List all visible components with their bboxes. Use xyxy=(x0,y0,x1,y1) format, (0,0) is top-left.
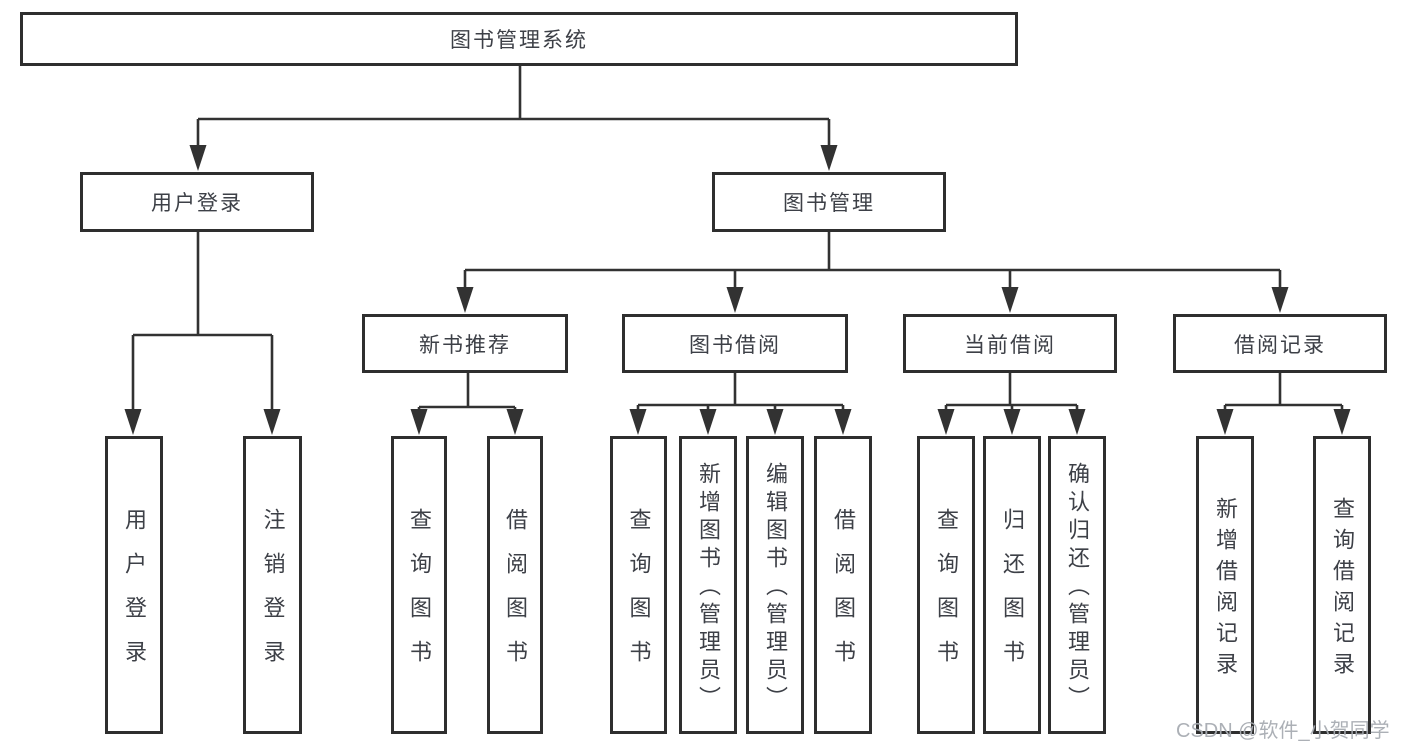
leaf-logout: 注销登录 xyxy=(243,436,302,734)
node-label: 图书管理 xyxy=(783,192,875,215)
arrowheads xyxy=(124,145,1351,435)
leaf-label: 用户登录 xyxy=(122,508,147,684)
node-root-library-system: 图书管理系统 xyxy=(20,12,1018,66)
leaf-add-book-admin: 新增图书（管理员） xyxy=(679,436,737,734)
node-user-login: 用户登录 xyxy=(80,172,314,232)
leaf-query-borrow-record: 查询借阅记录 xyxy=(1313,436,1371,734)
leaf-label: 编辑图书（管理员） xyxy=(763,462,788,714)
leaf-label: 查询借阅记录 xyxy=(1330,496,1355,683)
leaf-label: 借阅图书 xyxy=(831,508,856,684)
leaf-add-borrow-record: 新增借阅记录 xyxy=(1196,436,1254,734)
leaf-label: 查询图书 xyxy=(407,508,432,684)
leaf-query-books: 查询图书 xyxy=(391,436,447,734)
leaf-label: 借阅图书 xyxy=(503,508,528,684)
leaf-query-books: 查询图书 xyxy=(917,436,975,734)
node-label: 新书推荐 xyxy=(419,333,511,357)
leaf-user-login: 用户登录 xyxy=(105,436,163,734)
leaf-label: 注销登录 xyxy=(260,508,286,684)
leaf-label: 确认归还（管理员） xyxy=(1065,462,1090,714)
leaf-label: 归还图书 xyxy=(1000,508,1025,684)
leaf-label: 查询图书 xyxy=(934,508,959,684)
leaf-label: 查询图书 xyxy=(626,508,652,684)
leaf-query-books: 查询图书 xyxy=(610,436,667,734)
node-label: 当前借阅 xyxy=(964,333,1056,357)
leaf-edit-book-admin: 编辑图书（管理员） xyxy=(746,436,804,734)
leaf-label: 新增图书（管理员） xyxy=(696,462,721,714)
node-label: 图书借阅 xyxy=(689,333,781,357)
node-book-borrowing: 图书借阅 xyxy=(622,314,848,373)
node-current-borrowing: 当前借阅 xyxy=(903,314,1117,373)
csdn-watermark: CSDN @软件_小贺同学 xyxy=(1176,720,1390,742)
leaf-borrow-books: 借阅图书 xyxy=(487,436,543,734)
leaf-confirm-return-admin: 确认归还（管理员） xyxy=(1048,436,1106,734)
node-label: 用户登录 xyxy=(151,192,243,215)
node-new-book-recommend: 新书推荐 xyxy=(362,314,568,373)
leaf-label: 新增借阅记录 xyxy=(1213,496,1238,683)
leaf-return-books: 归还图书 xyxy=(983,436,1041,734)
node-label: 借阅记录 xyxy=(1234,333,1326,357)
node-book-management: 图书管理 xyxy=(712,172,946,232)
leaf-borrow-books: 借阅图书 xyxy=(814,436,872,734)
node-borrowing-records: 借阅记录 xyxy=(1173,314,1387,373)
node-label: 图书管理系统 xyxy=(450,29,588,52)
